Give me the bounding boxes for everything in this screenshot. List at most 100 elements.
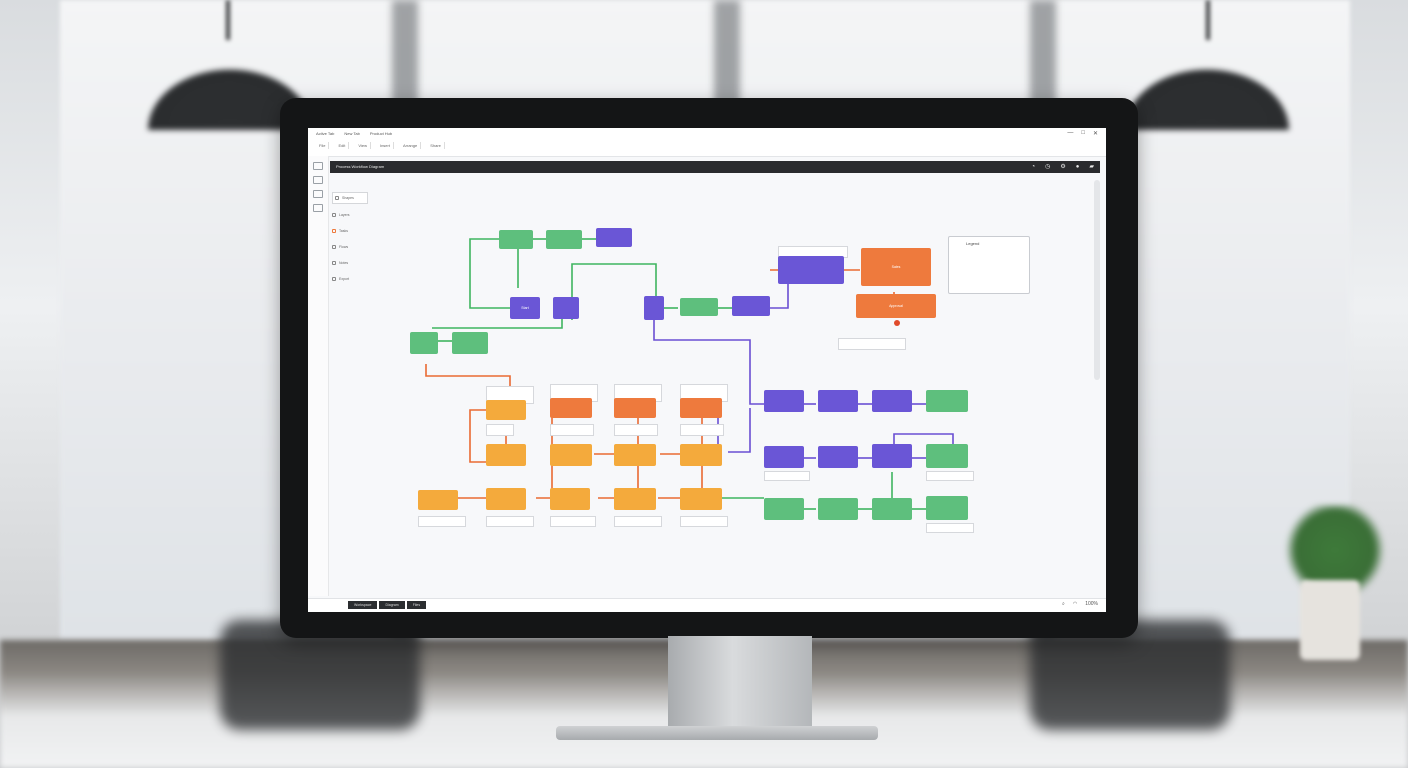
user-icon[interactable]: ● xyxy=(1075,164,1080,170)
pendant-lamp xyxy=(1112,60,1302,130)
flow-node[interactable] xyxy=(550,444,592,466)
monitor-base xyxy=(556,726,878,740)
home-icon[interactable] xyxy=(313,162,323,170)
shapes-icon[interactable] xyxy=(313,190,323,198)
screen: Active Tab New Tab Product Hub — □ ✕ Fil… xyxy=(308,128,1106,612)
taskbar-tab[interactable]: Diagram xyxy=(379,601,405,609)
flow-node[interactable] xyxy=(550,488,590,510)
clock-icon[interactable]: ◷ xyxy=(1045,164,1051,170)
flow-node[interactable] xyxy=(872,498,912,520)
flow-node[interactable] xyxy=(499,230,533,249)
item-icon xyxy=(332,245,336,249)
layers-icon[interactable] xyxy=(313,204,323,212)
flow-node[interactable] xyxy=(596,228,632,247)
side-item[interactable]: Notes xyxy=(332,258,368,268)
flow-node[interactable] xyxy=(872,390,912,412)
flow-node[interactable] xyxy=(818,446,858,468)
flow-node[interactable] xyxy=(764,498,804,520)
flow-node[interactable] xyxy=(764,390,804,412)
lamp-cord xyxy=(226,0,230,40)
side-item[interactable]: Shapes xyxy=(332,192,368,204)
folder-icon[interactable] xyxy=(313,176,323,184)
side-item-label: Export xyxy=(339,277,350,281)
menu-insert[interactable]: Insert xyxy=(377,142,394,149)
flow-node[interactable] xyxy=(550,398,592,418)
node-label xyxy=(926,523,974,533)
flow-node[interactable] xyxy=(732,296,770,316)
chair xyxy=(220,620,420,730)
menu-arrange[interactable]: Arrange xyxy=(400,142,422,149)
share-icon[interactable]: ▰ xyxy=(1089,164,1094,170)
flow-node[interactable] xyxy=(818,498,858,520)
flow-node[interactable] xyxy=(553,297,579,319)
search-icon[interactable]: ⌕ xyxy=(1062,601,1065,607)
item-icon xyxy=(332,213,336,217)
flow-node[interactable] xyxy=(452,332,488,354)
flow-node[interactable] xyxy=(926,496,968,520)
node-label xyxy=(550,516,596,527)
flow-node[interactable] xyxy=(486,488,526,510)
flow-node[interactable] xyxy=(410,332,438,354)
menu-file[interactable]: File xyxy=(316,142,330,149)
taskbar-tab[interactable]: Workspace xyxy=(348,601,378,609)
left-rail xyxy=(308,156,329,596)
taskbar-tabs: Workspace Diagram Files xyxy=(348,601,427,609)
maximize-button[interactable]: □ xyxy=(1081,130,1085,136)
browser-tab[interactable]: Active Tab xyxy=(316,131,335,136)
flow-node[interactable] xyxy=(486,444,526,466)
wifi-icon[interactable]: ◠ xyxy=(1072,601,1078,607)
legend-title: Legend xyxy=(966,241,980,246)
close-button[interactable]: ✕ xyxy=(1092,131,1098,137)
flow-node[interactable] xyxy=(926,444,968,468)
flow-node[interactable] xyxy=(926,390,968,412)
menu-share[interactable]: Share xyxy=(427,142,445,149)
node-label xyxy=(418,516,466,527)
flow-node[interactable]: Start xyxy=(510,297,540,319)
side-item-label: Tasks xyxy=(339,229,348,233)
menu-edit[interactable]: Edit xyxy=(335,142,350,149)
side-item[interactable]: Layers xyxy=(332,210,368,220)
flow-node[interactable] xyxy=(486,400,526,420)
flow-node[interactable] xyxy=(614,398,656,418)
side-item[interactable]: Export xyxy=(332,274,368,284)
flow-node[interactable]: Approval xyxy=(856,294,936,318)
flow-node[interactable] xyxy=(680,298,718,316)
status-controls: ⌕ ◠ 100% xyxy=(1062,601,1098,607)
lamp-cord xyxy=(1206,0,1210,40)
zoom-level[interactable]: 100% xyxy=(1085,601,1098,607)
browser-tab[interactable]: Product Hub xyxy=(369,131,393,136)
flow-node[interactable] xyxy=(764,446,804,468)
flow-node[interactable] xyxy=(614,488,656,510)
flow-node[interactable] xyxy=(778,256,844,284)
menu-view[interactable]: View xyxy=(355,142,371,149)
taskbar-tab[interactable]: Files xyxy=(406,601,427,609)
flow-node[interactable] xyxy=(644,296,664,320)
side-item-label: Shapes xyxy=(342,196,354,200)
flow-node[interactable] xyxy=(546,230,582,249)
flow-node[interactable] xyxy=(614,444,656,466)
flow-node[interactable] xyxy=(818,390,858,412)
side-item[interactable]: Tasks xyxy=(332,226,368,236)
side-item[interactable]: Flows xyxy=(332,242,368,252)
side-item-label: Flows xyxy=(339,245,349,249)
bell-icon[interactable]: ◔ xyxy=(1031,164,1036,170)
chair xyxy=(1030,620,1230,730)
item-icon xyxy=(332,261,336,265)
flow-node[interactable] xyxy=(680,444,722,466)
browser-tab[interactable]: New Tab xyxy=(344,131,360,136)
flow-node[interactable] xyxy=(680,398,722,418)
item-icon xyxy=(335,196,339,200)
scrollbar[interactable] xyxy=(1094,180,1100,380)
flow-node[interactable] xyxy=(680,488,722,510)
settings-icon[interactable]: ⚙ xyxy=(1060,164,1066,170)
page-title: Process Workflow Diagram xyxy=(336,164,385,169)
item-icon xyxy=(332,277,336,281)
flow-node[interactable]: Sales xyxy=(861,248,931,286)
flow-node[interactable] xyxy=(872,444,912,468)
diagram-canvas[interactable]: Start Sales Approval Legend xyxy=(308,128,1106,612)
minimize-button[interactable]: — xyxy=(1067,130,1074,136)
app-header: Process Workflow Diagram ◔ ◷ ⚙ ● ▰ xyxy=(330,161,1100,173)
node-label xyxy=(550,424,594,436)
flow-node[interactable] xyxy=(418,490,458,510)
diagram-connectors xyxy=(425,238,954,510)
